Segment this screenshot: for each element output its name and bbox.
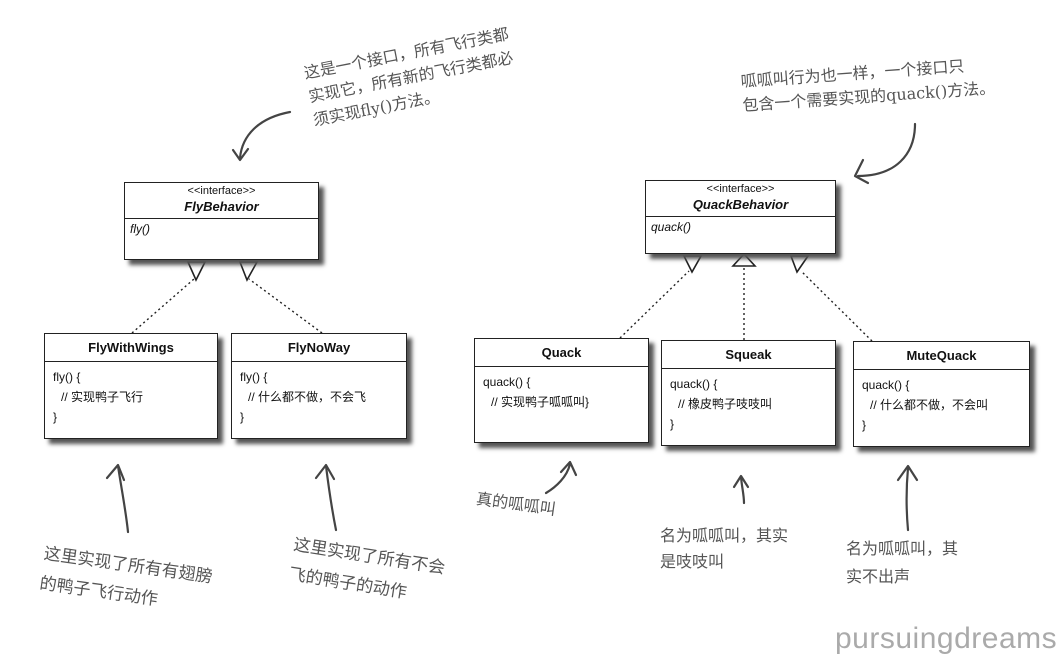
interface-header: <<interface>> FlyBehavior	[125, 183, 318, 219]
annotation-arrow	[739, 475, 746, 505]
code-comment: // 什么都不做，不会飞	[248, 390, 367, 404]
code-comment: // 橡皮鸭子吱吱叫	[678, 397, 773, 411]
class-code: quack() { // 实现鸭子呱呱叫}	[475, 367, 648, 412]
interface-header: <<interface>> QuackBehavior	[646, 181, 835, 217]
annotation-arrow	[116, 464, 130, 534]
code-line: quack() {	[483, 375, 531, 389]
note-mutequack: 名为呱呱叫，其 实不出声	[846, 539, 959, 586]
class-name: FlyNoWay	[232, 334, 406, 362]
annotation-arrow	[314, 463, 336, 481]
class-flywithwings: FlyWithWings fly() { // 实现鸭子飞行 }	[44, 333, 218, 439]
annotation-arrow	[238, 110, 292, 160]
class-code: fly() { // 实现鸭子飞行 }	[45, 362, 217, 427]
quack-behavior-interface: <<interface>> QuackBehavior quack()	[645, 180, 836, 254]
code-line: }	[670, 417, 675, 431]
annotation-arrow	[856, 122, 917, 178]
class-code: fly() { // 什么都不做，不会飞 }	[232, 362, 406, 427]
code-comment: // 实现鸭子呱呱叫}	[491, 395, 590, 409]
annotation-arrow	[544, 462, 572, 495]
fly-behavior-interface: <<interface>> FlyBehavior fly()	[124, 182, 319, 260]
class-name: FlyWithWings	[45, 334, 217, 362]
watermark: pursuingdreams	[835, 622, 1058, 655]
realization-line-flynoway	[248, 278, 323, 334]
code-line: quack() {	[862, 378, 910, 392]
annotation-arrow	[105, 463, 126, 482]
realization-arrowhead	[238, 261, 259, 282]
realization-line-quack	[619, 270, 690, 339]
interface-method: quack()	[651, 220, 692, 234]
class-mutequack: MuteQuack quack() { // 什么都不做，不会叫 }	[853, 341, 1030, 447]
class-name: Quack	[475, 339, 648, 367]
class-squeak: Squeak quack() { // 橡皮鸭子吱吱叫 }	[661, 340, 836, 446]
interface-name: QuackBehavior	[692, 197, 789, 212]
interface-stereotype: <<interface>>	[706, 183, 775, 195]
note-squeak: 名为呱呱叫，其实 是吱吱叫	[660, 526, 789, 571]
class-flynoway: FlyNoWay fly() { // 什么都不做，不会飞 }	[231, 333, 407, 439]
annotation-arrow	[324, 464, 338, 532]
annotation-arrow	[231, 147, 250, 162]
class-quack: Quack quack() { // 实现鸭子呱呱叫}	[474, 338, 649, 443]
annotation-arrow	[896, 464, 919, 482]
realization-arrowhead	[682, 255, 703, 274]
realization-line-flywithwings	[131, 278, 195, 334]
class-code: quack() { // 橡皮鸭子吱吱叫 }	[662, 369, 835, 434]
code-line: quack() {	[670, 377, 718, 391]
code-comment: // 什么都不做，不会叫	[870, 398, 989, 412]
code-line: }	[240, 410, 245, 424]
interface-method: fly()	[130, 222, 150, 236]
realization-arrowhead	[731, 252, 757, 267]
class-name: Squeak	[662, 341, 835, 369]
annotation-arrow	[732, 474, 750, 489]
annotation-arrow	[853, 158, 870, 185]
code-line: }	[862, 418, 867, 432]
annotation-arrow	[559, 460, 578, 477]
realization-arrowhead	[186, 261, 207, 282]
code-line: fly() {	[53, 370, 81, 384]
code-line: }	[53, 410, 58, 424]
annotation-arrow	[905, 466, 910, 532]
interface-stereotype: <<interface>>	[187, 185, 256, 197]
class-code: quack() { // 什么都不做，不会叫 }	[854, 370, 1029, 435]
realization-arrowhead	[789, 255, 810, 274]
class-name: MuteQuack	[854, 342, 1029, 370]
interface-name: FlyBehavior	[184, 199, 259, 214]
realization-line-mutequack	[800, 270, 873, 342]
code-line: fly() {	[240, 370, 268, 384]
code-comment: // 实现鸭子飞行	[61, 390, 144, 404]
